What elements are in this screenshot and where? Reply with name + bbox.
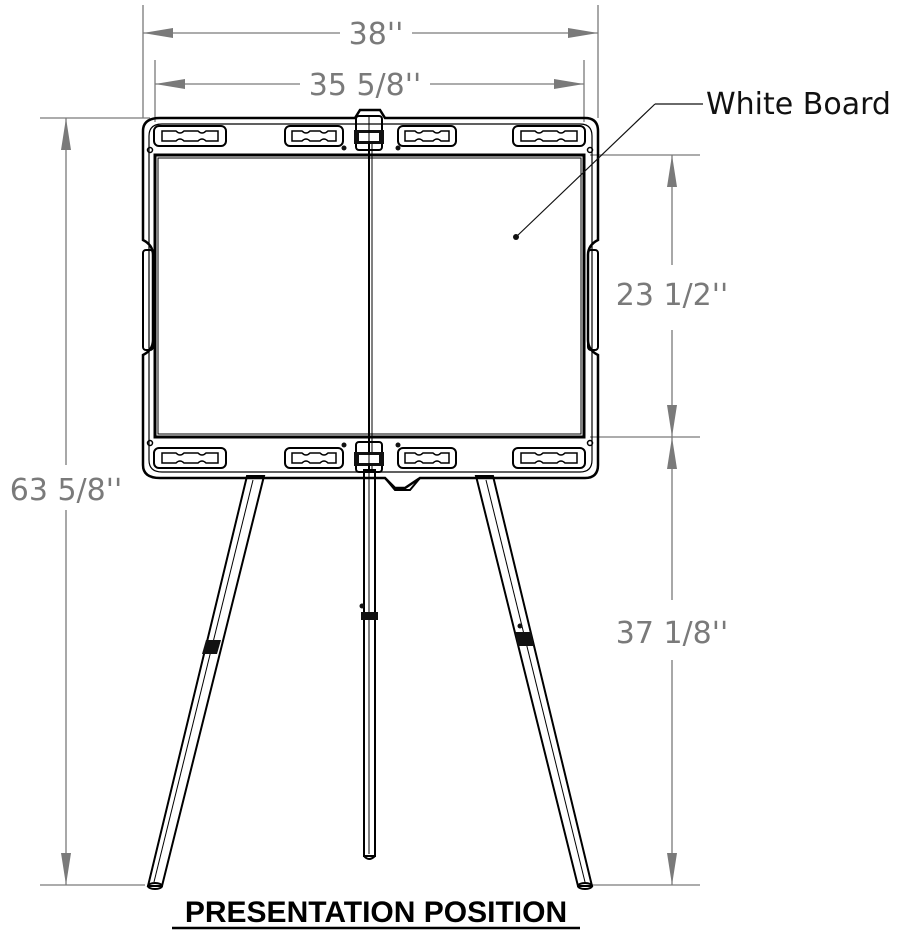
bottom-clips <box>146 439 594 473</box>
dim-board-width: 35 5/8'' <box>154 60 585 122</box>
dim-leg-height-label: 37 1/8'' <box>616 616 729 651</box>
clip-bottom-left-outer <box>153 447 227 469</box>
clip-top-left-outer <box>153 125 227 147</box>
drawing-title: PRESENTATION POSITION <box>172 896 580 930</box>
clip-top-right-outer <box>512 125 586 147</box>
white-board-callout: White Board <box>513 87 891 240</box>
title-label: PRESENTATION POSITION <box>185 896 567 929</box>
clip-bottom-center <box>354 441 384 473</box>
clip-bottom-right-inner <box>395 442 457 469</box>
dim-overall-width: 38'' <box>142 5 599 118</box>
white-board <box>153 130 586 470</box>
clip-top-right-inner <box>395 125 457 151</box>
dim-leg-height: 37 1/8'' <box>590 437 729 886</box>
dim-board-height: 23 1/2'' <box>590 154 729 438</box>
clip-top-left-inner <box>284 125 347 151</box>
left-leg <box>146 475 266 890</box>
board-frame <box>141 108 600 491</box>
dim-board-height-label: 23 1/2'' <box>616 278 729 313</box>
center-leg <box>359 469 378 860</box>
easel-legs <box>146 469 594 890</box>
dim-overall-width-label: 38'' <box>349 17 404 52</box>
clip-bottom-left-inner <box>284 442 347 469</box>
white-board-label: White Board <box>706 87 891 122</box>
top-clips <box>146 115 594 154</box>
clip-top-center <box>354 115 384 151</box>
right-leg <box>474 475 594 890</box>
dim-overall-height: 63 5/8'' <box>10 117 150 886</box>
dim-overall-height-label: 63 5/8'' <box>10 473 123 508</box>
dim-board-width-label: 35 5/8'' <box>309 68 422 103</box>
clip-bottom-right-outer <box>512 447 586 469</box>
